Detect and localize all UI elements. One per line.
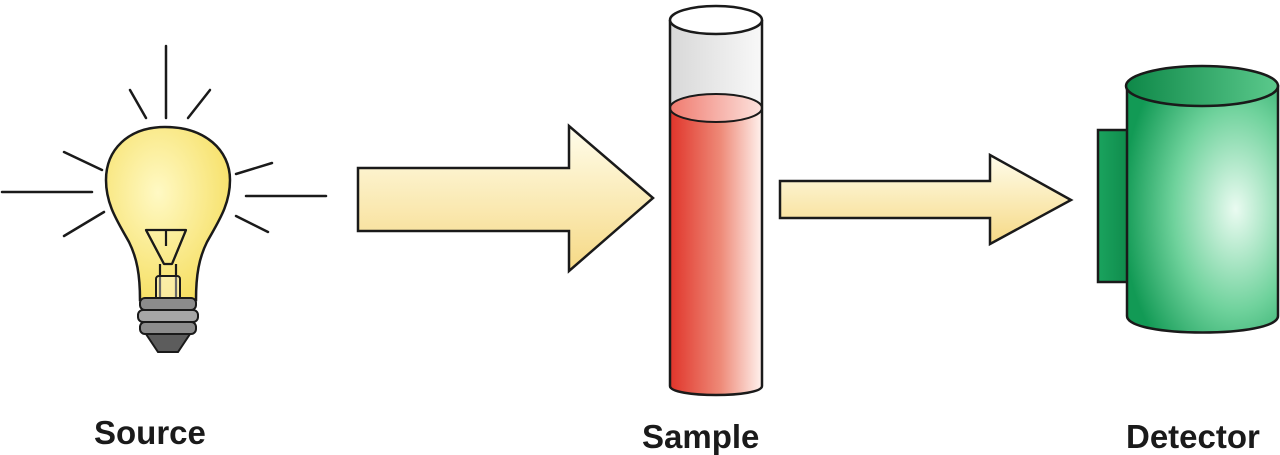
liquid-surface — [669, 93, 763, 123]
sample-label: Sample — [642, 418, 760, 455]
tube-rim — [668, 4, 764, 36]
detector-icon — [1096, 64, 1280, 334]
detector-window — [1096, 128, 1132, 284]
sample-test-tube — [668, 4, 764, 397]
detector-label: Detector — [1126, 418, 1260, 455]
bulb-filament — [144, 228, 188, 300]
light-beam-arrow-incident — [356, 123, 655, 274]
light-bulb-icon — [0, 44, 328, 353]
bulb-base — [137, 297, 199, 353]
light-rays — [0, 44, 328, 238]
source-label: Source — [94, 414, 206, 451]
light-beam-arrow-transmitted — [778, 152, 1074, 247]
bulb-glass — [104, 125, 232, 302]
detector-top — [1124, 64, 1280, 108]
